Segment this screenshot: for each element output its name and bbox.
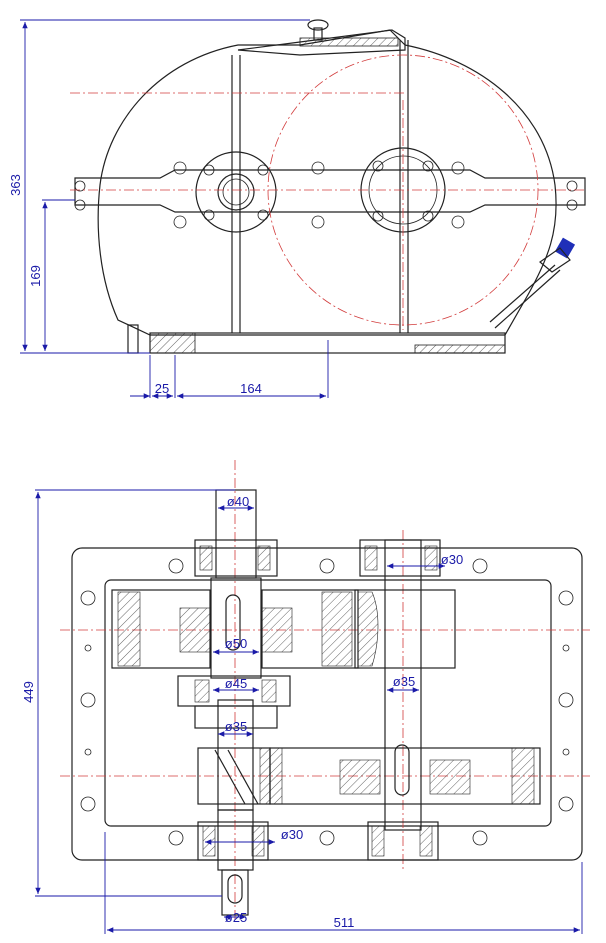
base-flange <box>71 547 583 861</box>
gear-3 <box>259 747 541 805</box>
top-view: ø40 ø30 ø50 ø35 ø45 ø35 ø30 ø25 449 511 <box>21 460 590 934</box>
bearings <box>177 539 441 861</box>
cover-hatch <box>299 37 399 47</box>
dim-height-axis: 169 <box>28 265 43 287</box>
dim-shaft-end: ø25 <box>225 910 247 925</box>
dim-input-shaft-top: ø40 <box>227 494 249 509</box>
keyway-end <box>227 874 243 904</box>
dim-foot-width: 25 <box>155 381 169 396</box>
input-shaft-lower <box>217 809 254 871</box>
dim-base-offset: 164 <box>240 381 262 396</box>
gear-1 <box>111 589 359 669</box>
flange <box>74 169 586 213</box>
dim-height-total: 363 <box>8 174 23 196</box>
dim-output-bearing-top: ø30 <box>441 552 463 567</box>
flange-bolts <box>74 161 578 229</box>
housing-outline <box>97 29 557 336</box>
inner-housing <box>104 579 552 827</box>
base <box>127 324 506 354</box>
dim-bearing-mid-lower: ø35 <box>225 719 247 734</box>
dim-input-gear-shaft: ø50 <box>225 636 247 651</box>
front-dimensions <box>20 19 329 399</box>
dim-bearing-mid: ø45 <box>225 676 247 691</box>
input-shaft-body <box>210 577 262 679</box>
dim-output-shaft: ø35 <box>393 674 415 689</box>
oil-gauge-cap <box>554 237 576 259</box>
top-dimensions <box>35 489 583 934</box>
gear-2 <box>354 589 456 669</box>
pinion <box>197 747 271 805</box>
front-view: 363 169 25 164 <box>8 19 586 399</box>
dim-bearing-bottom: ø30 <box>281 827 303 842</box>
input-shaft-mid <box>217 699 254 811</box>
input-bearing-cap <box>195 151 277 233</box>
oil-gauge <box>489 237 576 329</box>
dim-overall-width: 511 <box>334 915 355 930</box>
vent-plug <box>307 19 329 41</box>
dim-overall-height: 449 <box>21 681 36 703</box>
keyway-2 <box>394 744 410 796</box>
mounting-holes <box>80 558 574 846</box>
